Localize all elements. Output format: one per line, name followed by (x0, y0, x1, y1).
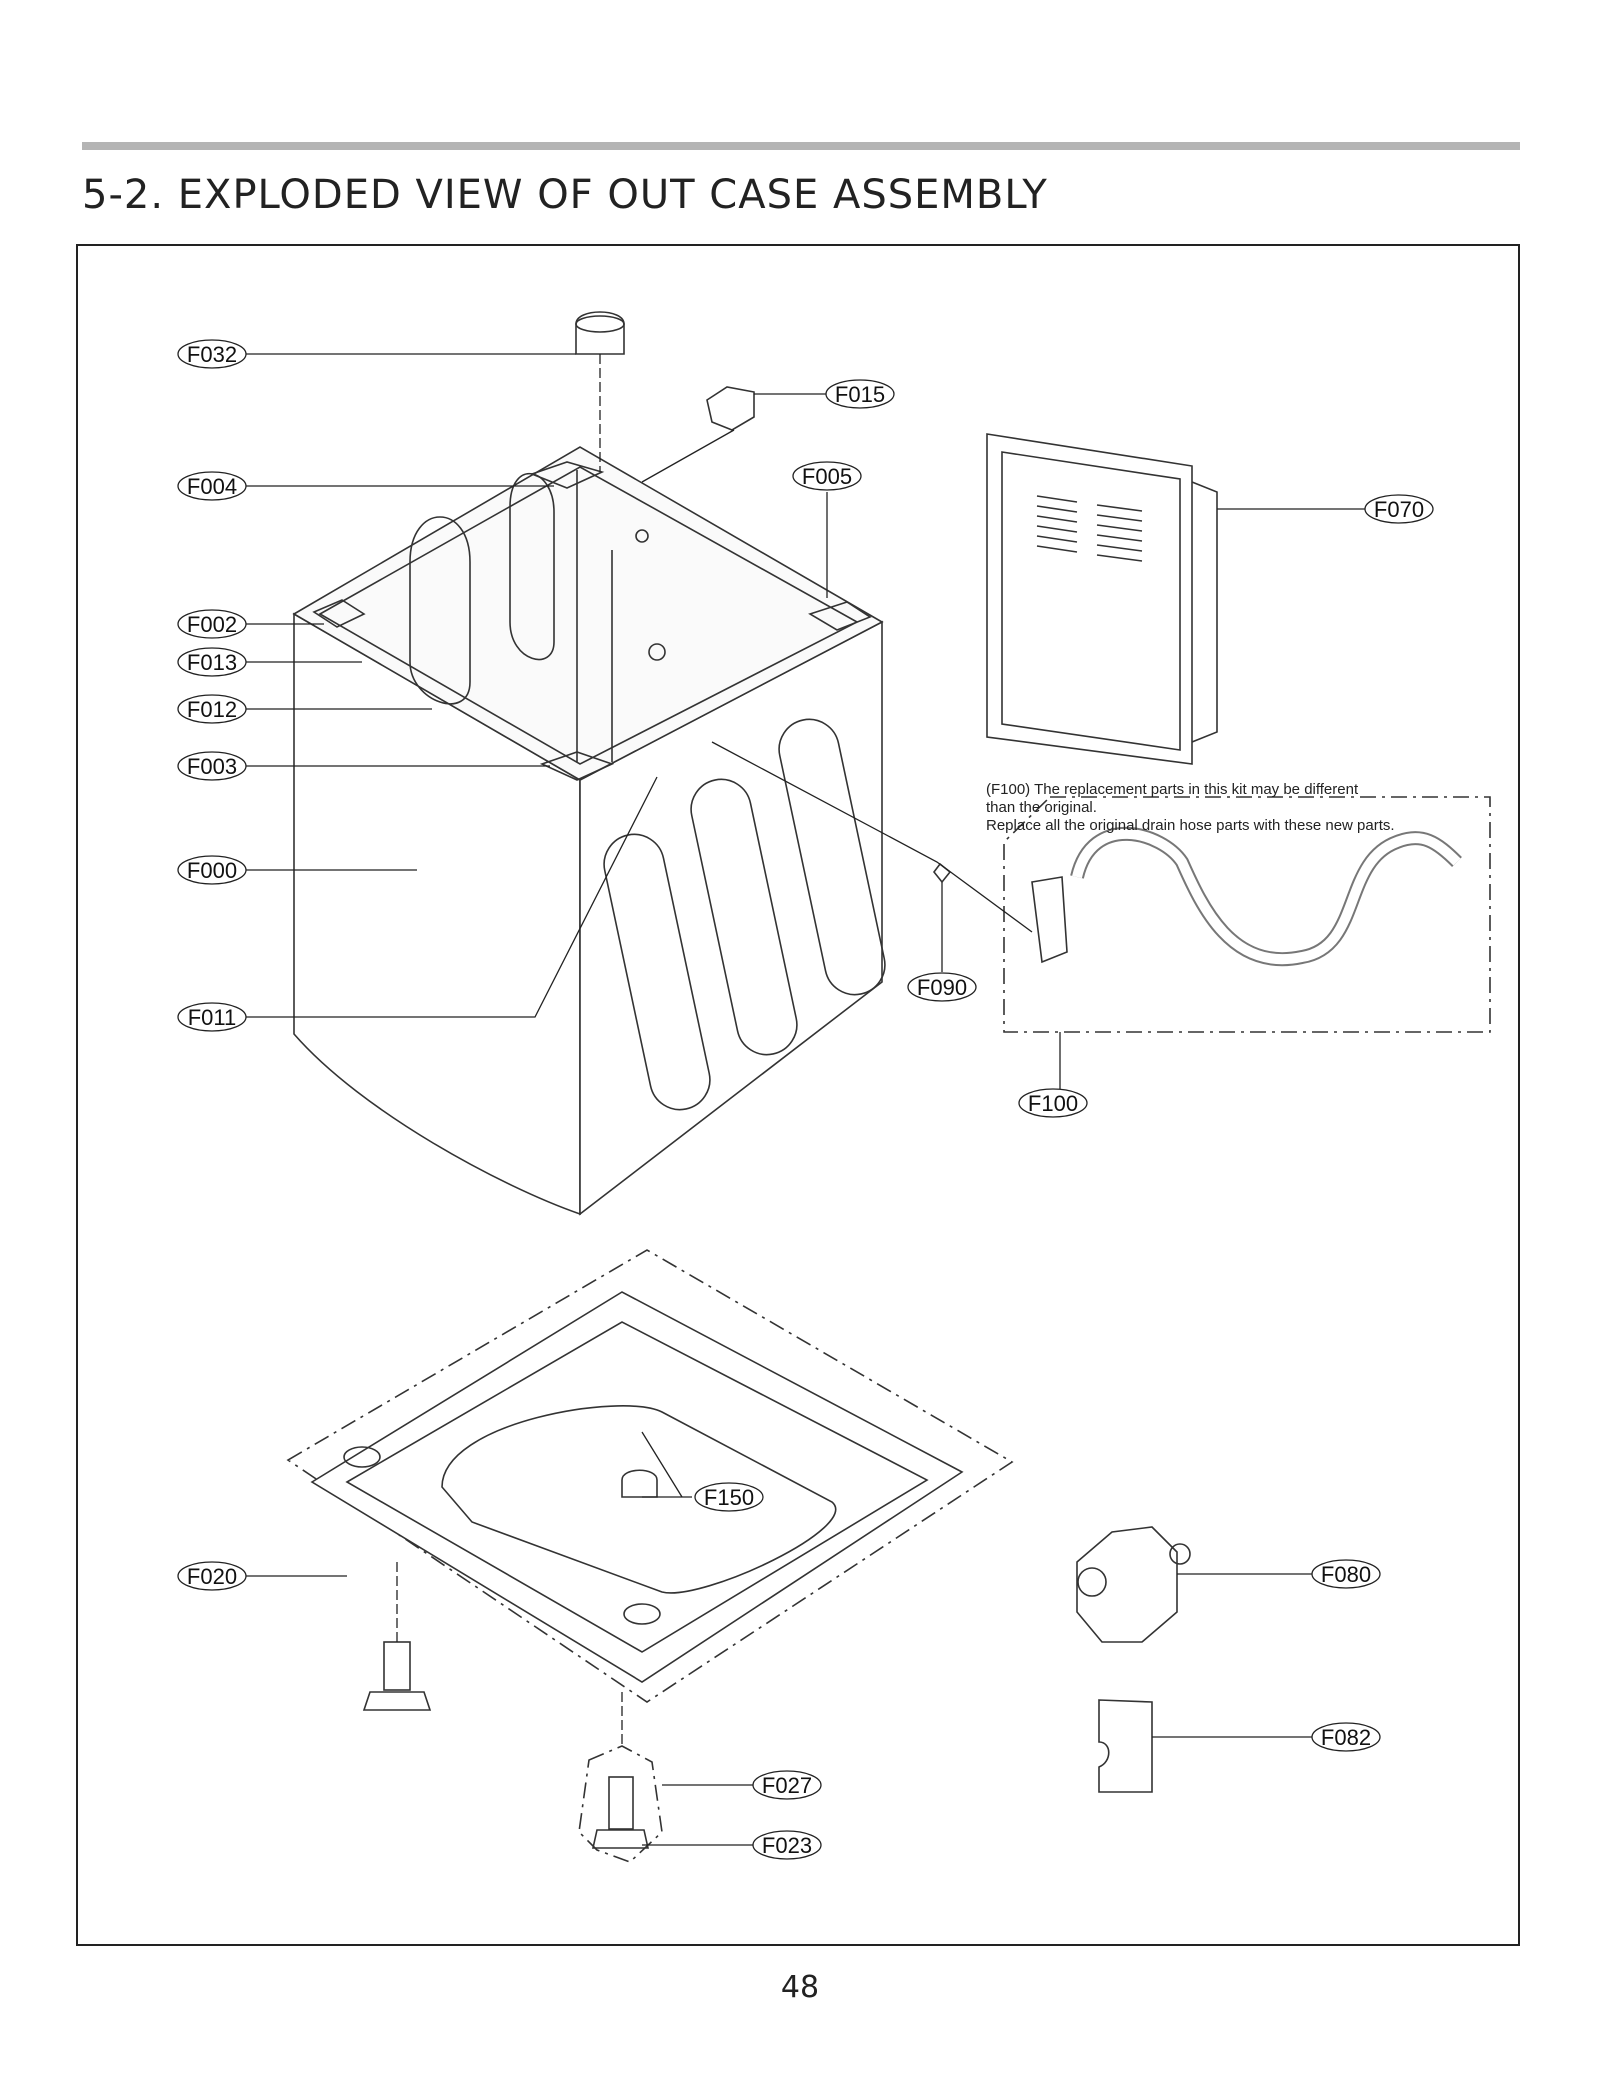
exploded-view-diagram: F032 F015 F004 F005 F070 F002 F013 F012 (177, 311, 1491, 1863)
note-line-2: than the original. (986, 799, 1097, 816)
rear-panel-part (986, 433, 1218, 765)
svg-text:F070: F070 (1374, 497, 1424, 522)
top-rule (82, 142, 1520, 150)
callout-f004: F004 (177, 471, 247, 501)
callout-f020: F020 (177, 1561, 247, 1591)
callout-f003: F003 (177, 751, 247, 781)
svg-text:F100: F100 (1028, 1091, 1078, 1116)
callout-f082: F082 (1311, 1722, 1381, 1752)
svg-text:F015: F015 (835, 382, 885, 407)
note-line-3: Replace all the original drain hose part… (986, 817, 1395, 834)
svg-text:F005: F005 (802, 464, 852, 489)
svg-text:F003: F003 (187, 754, 237, 779)
callout-f090: F090 (907, 972, 977, 1002)
diagram-frame: F032 F015 F004 F005 F070 F002 F013 F012 (76, 244, 1520, 1946)
svg-text:F032: F032 (187, 342, 237, 367)
foot-kit-part (578, 1745, 663, 1863)
callout-f080: F080 (1311, 1559, 1381, 1589)
svg-text:F023: F023 (762, 1833, 812, 1858)
svg-text:F082: F082 (1321, 1725, 1371, 1750)
svg-text:F150: F150 (704, 1485, 754, 1510)
svg-text:F027: F027 (762, 1773, 812, 1798)
svg-text:F020: F020 (187, 1564, 237, 1589)
callout-f023: F023 (752, 1830, 822, 1860)
base-part (286, 1249, 1014, 1703)
callout-f013: F013 (177, 647, 247, 677)
pump-part (1076, 1526, 1191, 1643)
callout-f012: F012 (177, 694, 247, 724)
leader-lines (245, 353, 1365, 1846)
cover-plate-part (1098, 1699, 1153, 1793)
callout-f015: F015 (825, 379, 895, 409)
callout-f070: F070 (1364, 494, 1434, 524)
hinge-bracket-part (575, 311, 625, 355)
callout-f150: F150 (694, 1482, 764, 1512)
svg-text:F004: F004 (187, 474, 237, 499)
drain-hose-kit-part (932, 796, 1491, 1033)
page-title: 5-2. EXPLODED VIEW OF OUT CASE ASSEMBLY (82, 172, 1048, 218)
callout-f002: F002 (177, 609, 247, 639)
drain-hose-note: (F100) The replacement parts in this kit… (986, 781, 1456, 835)
page-number: 48 (780, 1970, 820, 2005)
top-cap-part (706, 386, 755, 431)
svg-text:F000: F000 (187, 858, 237, 883)
leveling-foot-part (362, 1641, 432, 1711)
svg-text:F013: F013 (187, 650, 237, 675)
callout-f032: F032 (177, 339, 247, 369)
callout-f011: F011 (177, 1002, 247, 1032)
svg-text:F090: F090 (917, 975, 967, 1000)
note-line-1: (F100) The replacement parts in this kit… (986, 781, 1359, 798)
callout-f027: F027 (752, 1770, 822, 1800)
callout-f100: F100 (1018, 1088, 1088, 1118)
callout-f005: F005 (792, 461, 862, 491)
svg-text:F080: F080 (1321, 1562, 1371, 1587)
svg-text:F012: F012 (187, 697, 237, 722)
svg-text:F011: F011 (188, 1005, 237, 1030)
cabinet-part (292, 446, 886, 1216)
svg-text:F002: F002 (187, 612, 237, 637)
callout-f000: F000 (177, 855, 247, 885)
